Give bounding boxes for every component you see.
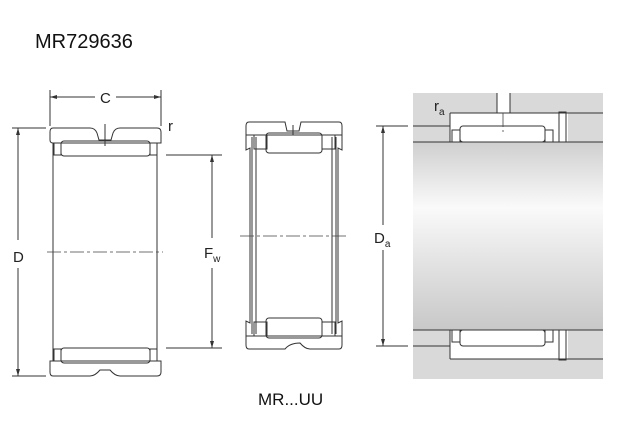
radius-ra-label: ra: [434, 98, 445, 118]
radius-r-label: r: [168, 118, 173, 135]
bearing-section-left: C r D Fw: [12, 90, 222, 377]
dimension-da-label: Da: [374, 230, 391, 250]
part-number-title: MR729636: [35, 31, 133, 53]
dimension-c-label: C: [100, 90, 111, 107]
bearing-section-sealed: [240, 121, 348, 350]
mounting-drawing: Da ra: [374, 93, 603, 379]
variant-caption: MR...UU: [258, 390, 324, 409]
shaft: [413, 142, 603, 330]
dimension-d-label: D: [13, 249, 24, 266]
roller-bottom: [60, 347, 151, 364]
dimension-fw-label: Fw: [204, 245, 221, 265]
